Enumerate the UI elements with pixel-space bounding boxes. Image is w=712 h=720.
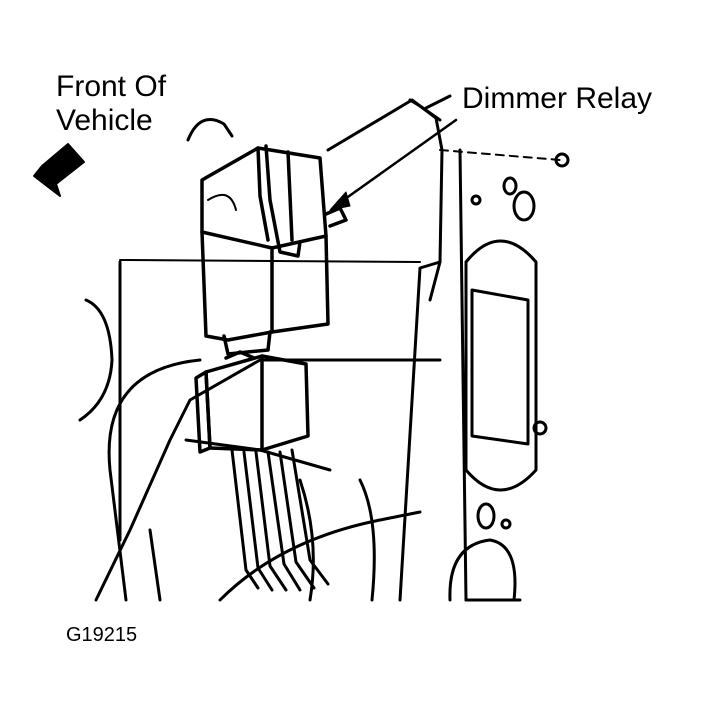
front-direction-arrow <box>33 143 85 197</box>
relay-connector <box>194 350 310 454</box>
body-panel <box>326 94 570 602</box>
dimmer-relay <box>200 144 348 356</box>
relay-leader-line <box>329 118 458 211</box>
front-of-vehicle-label: Front Of Vehicle <box>56 70 166 138</box>
wire-harness <box>230 448 330 592</box>
front-label-line1: Front Of <box>56 70 167 103</box>
lower-structure <box>78 259 442 602</box>
bracket-hook <box>186 118 234 142</box>
dimmer-relay-label: Dimmer Relay <box>462 82 653 115</box>
figure-code: G19215 <box>66 624 138 646</box>
front-label-line2: Vehicle <box>56 104 153 137</box>
